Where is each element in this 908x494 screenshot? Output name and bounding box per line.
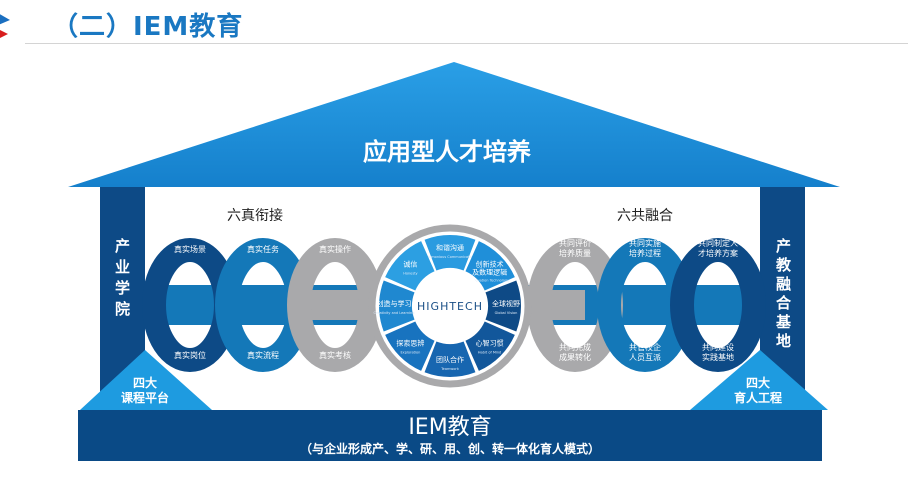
- left-ring-top-label: 真实操作: [319, 244, 351, 254]
- right-ring-bottom-label: 成果转化: [559, 352, 591, 362]
- base-title: IEM教育: [408, 415, 491, 440]
- wheel-segment: [424, 235, 476, 271]
- left-corner-line1: 四大: [133, 375, 157, 390]
- right-ring-top-label: 培养过程: [629, 248, 661, 258]
- roof-label: 应用型人才培养: [363, 138, 531, 166]
- wheel-center-label: HIGHTECH: [417, 300, 483, 313]
- wheel-segment-sub: Innovation Technology: [470, 278, 509, 282]
- wheel-segment-label: 和谐沟通: [436, 243, 464, 252]
- wheel-segment-label: 团队合作: [436, 355, 464, 364]
- wheel-segment-sub: Creativity and Learning: [374, 311, 415, 315]
- wheel-segment: [485, 280, 522, 332]
- wheel-center: [414, 270, 486, 342]
- left-pillar-label: 产业学院: [113, 238, 131, 322]
- wheel-segment-sub: Global Vision: [495, 311, 518, 315]
- wheel-segment-label: 创造与学习: [377, 299, 412, 308]
- left-ring-bottom-label: 真实流程: [247, 350, 279, 360]
- wheel-segment-sub: Teamwork: [440, 367, 460, 371]
- right-ring-top-label: 才培养方案: [698, 248, 738, 258]
- wheel-segment: [465, 321, 515, 371]
- wheel-segment-label: 探索思辨: [396, 339, 424, 348]
- wheel-segment: [424, 341, 476, 377]
- logo-icon: [0, 10, 18, 40]
- right-ring-top-label: 培养质量: [559, 248, 591, 258]
- right-ring-bottom-label: 共管校企: [629, 342, 661, 352]
- wheel-segment-label: 心智习惯: [476, 339, 504, 348]
- right-ring-bottom-label: 共同建设: [702, 342, 734, 352]
- wheel-segment-sub: Honesty: [403, 271, 417, 275]
- left-group-title: 六真衔接: [227, 207, 283, 224]
- wheel-segment-label: 创新技术: [476, 259, 504, 268]
- roof: [68, 62, 840, 187]
- left-ring-top-label: 真实任务: [247, 244, 279, 254]
- left-corner-triangle: [80, 350, 212, 410]
- wheel-segment-label: 诚信: [403, 259, 417, 268]
- wheel-segment-sub: Exploration: [400, 351, 420, 355]
- wheel-ring: [368, 224, 532, 388]
- right-ring-bottom-label: 人员互派: [629, 353, 661, 362]
- wheel-segment: [385, 241, 435, 291]
- right-corner-line1: 四大: [746, 375, 770, 390]
- right-ring-top-label: 共同实施: [629, 238, 661, 248]
- right-ring-top-label: 共同制定人: [698, 238, 738, 248]
- base-bar: [78, 410, 822, 461]
- wheel-segment: [465, 241, 515, 291]
- right-ring-bottom-label: 共同完成: [559, 342, 591, 352]
- right-ring-bottom-label: 实践基地: [702, 352, 734, 362]
- right-corner-triangle: [690, 350, 828, 410]
- page-title: （二）IEM教育: [52, 12, 244, 42]
- wheel-segment-label-cont: 及数理逻辑: [472, 267, 507, 276]
- right-ring-top-label: 共同评价: [559, 239, 591, 248]
- wheel-segment: [379, 280, 415, 332]
- right-ring: [670, 238, 766, 372]
- left-corner-line2: 课程平台: [121, 390, 169, 405]
- left-ring-top-label: 真实场景: [174, 244, 206, 254]
- wheel-segment-sub: Habit of Mind: [478, 351, 501, 355]
- right-corner-line2: 育人工程: [734, 390, 782, 405]
- left-ring-bottom-label: 真实岗位: [174, 350, 206, 360]
- right-pillar-label: 产教融合基地: [774, 238, 792, 352]
- wheel-segment: [385, 321, 435, 371]
- left-ring-bottom-label: 真实考核: [319, 350, 351, 360]
- title-divider: [25, 43, 908, 44]
- wheel-segment-sub: Harmonious Communication: [425, 255, 475, 259]
- base-subtitle: （与企业形成产、学、研、用、创、转一体化育人模式）: [300, 441, 600, 456]
- right-group-title: 六共融合: [617, 208, 673, 224]
- wheel-segment-label: 全球视野: [492, 299, 520, 308]
